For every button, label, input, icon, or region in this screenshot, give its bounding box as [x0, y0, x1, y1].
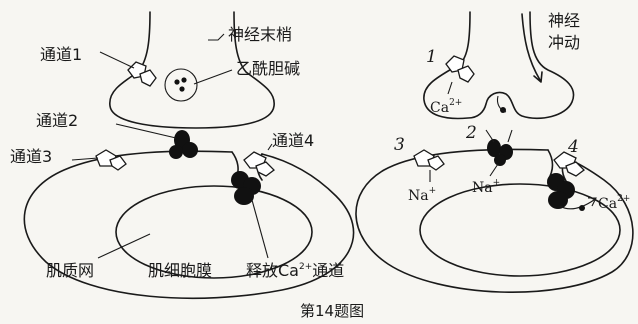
channel-3-shape — [96, 150, 126, 170]
channel1-label: 通道1 — [40, 45, 82, 64]
acetylcholine-dot — [181, 77, 186, 82]
ca-release-sup: 2+ — [299, 262, 312, 272]
na-left-text: Na — [408, 188, 429, 204]
channel2-label: 通道2 — [36, 111, 78, 130]
ca-out-text: Ca — [598, 196, 617, 212]
channel-1-shape — [128, 62, 156, 86]
figure-caption: 第14题图 — [300, 302, 364, 320]
ca-out-sup: 2+ — [617, 194, 630, 204]
leader-channel1 — [100, 52, 134, 68]
leader-nerve-ending — [208, 34, 224, 40]
right-ca-release-channel-shape — [547, 173, 575, 209]
ca-release-text-b: 通道 — [312, 261, 344, 280]
num-4: 4 — [567, 137, 579, 157]
left-panel: 神经末梢 乙酰胆碱 通道1 通道2 通道3 通道4 肌质网 肌细胞膜 释放Ca2… — [10, 12, 354, 298]
ca-ion-dot — [579, 205, 585, 211]
nerve-ending-label: 神经末梢 — [228, 25, 292, 44]
num-1: 1 — [426, 47, 437, 67]
na-left-sup: + — [429, 186, 437, 196]
leader-ca-release — [252, 200, 268, 258]
leader-channel2 — [116, 124, 176, 138]
right-sarcolemma-outline — [356, 149, 633, 292]
leader-acetylcholine — [194, 70, 232, 84]
ca-release-text-a: 释放Ca — [246, 261, 299, 280]
num-3: 3 — [394, 135, 405, 155]
na-left-label: Na+ — [408, 186, 436, 204]
acetylcholine-label: 乙酰胆碱 — [236, 59, 300, 78]
na-in-arrow-2 — [490, 164, 498, 176]
ca-in-arrow — [448, 82, 452, 94]
channel3-label: 通道3 — [10, 147, 52, 166]
right-channel-2-shape — [487, 139, 513, 166]
ca-in-label: Ca2+ — [430, 98, 462, 116]
ca-out-label: Ca2+ — [598, 194, 630, 212]
num-2: 2 — [465, 123, 477, 143]
nerve-impulse-label-2: 冲动 — [548, 33, 580, 52]
sarcolemma-label: 肌细胞膜 — [148, 261, 212, 280]
leader-sr — [98, 234, 150, 258]
ca-in-sup: 2+ — [449, 98, 462, 108]
ca-out-arrowhead — [588, 198, 596, 206]
sarcoplasmic-reticulum-label: 肌质网 — [46, 261, 94, 280]
right-channel-1-shape — [446, 56, 474, 82]
channel-2-shape — [169, 130, 198, 159]
acetylcholine-dot — [174, 79, 179, 84]
acetylcholine-dot — [179, 86, 184, 91]
channel4-label: 通道4 — [272, 131, 314, 150]
na-mid-sup: + — [493, 178, 501, 188]
synaptic-vesicle — [165, 69, 197, 101]
nerve-impulse-label-1: 神经 — [548, 11, 580, 30]
right-panel: 神经 冲动 1 2 3 4 Ca2+ Na+ Na+ Ca2+ — [356, 11, 633, 292]
ca-release-channel-label: 释放Ca2+通道 — [246, 261, 344, 280]
ca-in-text: Ca — [430, 100, 449, 116]
na-mid-text: Na — [472, 180, 493, 196]
na-mid-label: Na+ — [472, 178, 500, 196]
ach-binding-arrows — [486, 130, 512, 142]
right-channel-3-shape — [414, 150, 444, 170]
ca-release-channel-shape — [231, 171, 261, 205]
